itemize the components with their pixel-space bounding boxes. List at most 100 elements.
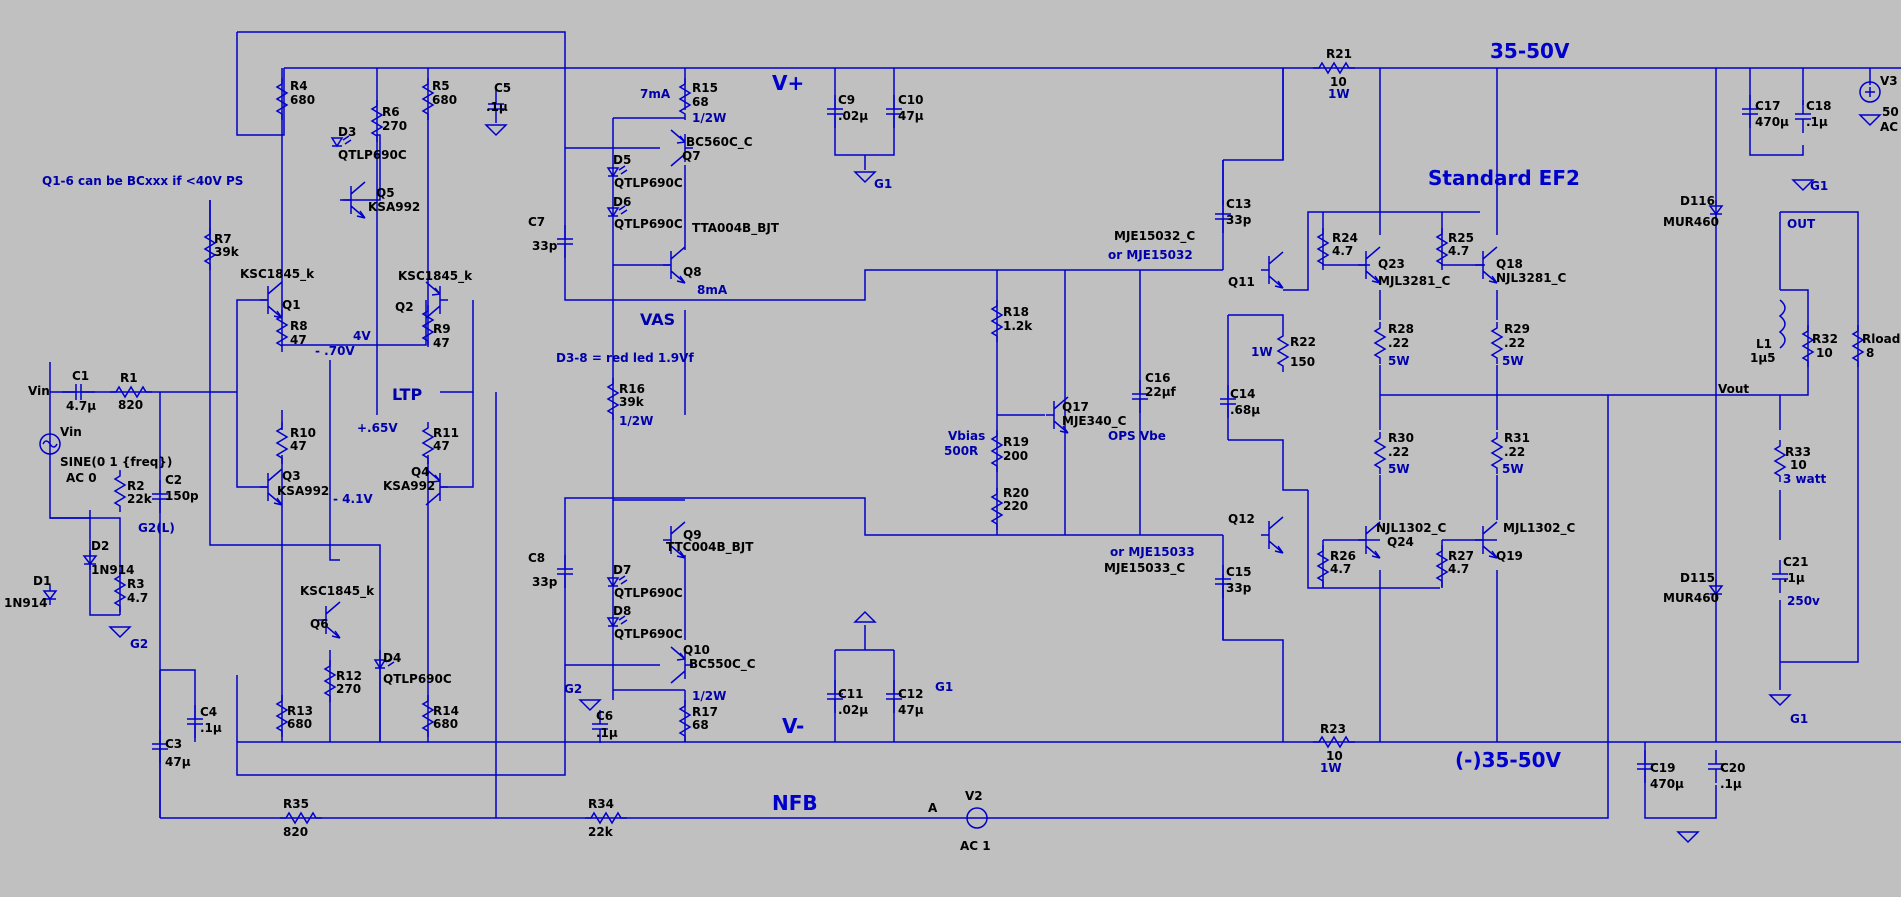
r16-ref: R16 <box>619 382 645 396</box>
c6-val: .1µ <box>596 726 618 740</box>
q10-ref: Q10 <box>683 643 710 657</box>
c13-ref: C13 <box>1226 197 1252 211</box>
r23-ref: R23 <box>1320 722 1346 736</box>
d5-ref: D5 <box>613 153 631 167</box>
r32-val: 10 <box>1816 346 1833 360</box>
c3-ref: C3 <box>165 737 182 751</box>
q3-ref: Q3 <box>282 469 301 483</box>
r25-ref: R25 <box>1448 231 1474 245</box>
c4-ref: C4 <box>200 705 217 719</box>
r21-val: 10 <box>1330 75 1347 89</box>
q3-part: KSA992 <box>277 484 329 498</box>
c1-val: 4.7µ <box>66 399 96 413</box>
q2-part: KSC1845_k <box>398 269 473 284</box>
note-out: OUT <box>1787 217 1816 231</box>
d115-ref: D115 <box>1680 571 1715 585</box>
c10-val: 47µ <box>898 109 924 123</box>
q12-part: MJE15033_C <box>1104 561 1185 576</box>
q4-part: KSA992 <box>383 479 435 493</box>
q9-ref: Q9 <box>683 528 702 542</box>
r10-ref: R10 <box>290 426 316 440</box>
q17-part: MJE340_C <box>1062 414 1127 429</box>
r31-ref: R31 <box>1504 431 1530 445</box>
note-node-a: A <box>928 801 938 815</box>
c17-val: 470µ <box>1755 115 1789 129</box>
c5-ref: C5 <box>494 81 511 95</box>
v2-ref: V2 <box>965 789 983 803</box>
diode-symbols <box>43 135 1723 669</box>
label-rail-pos: 35-50V <box>1490 39 1570 63</box>
q10-part: BC550C_C <box>689 657 756 672</box>
r30-ref: R30 <box>1388 431 1414 445</box>
rating-r31: 5W <box>1502 462 1524 476</box>
q12-alt: or MJE15033 <box>1110 545 1195 559</box>
r3-ref: R3 <box>127 577 145 591</box>
r19-ref: R19 <box>1003 435 1029 449</box>
q5-ref: Q5 <box>376 186 395 200</box>
q18-ref: Q18 <box>1496 257 1523 271</box>
d5-part: QTLP690C <box>614 176 683 190</box>
r15-ref: R15 <box>692 81 718 95</box>
d2-ref: D2 <box>91 539 109 553</box>
rating-r30: 5W <box>1388 462 1410 476</box>
r15-val: 68 <box>692 95 709 109</box>
rload-val: 8 <box>1866 346 1874 360</box>
q1-ref: Q1 <box>282 298 301 312</box>
g1-label-a: G1 <box>874 177 892 191</box>
r10-val: 47 <box>290 439 307 453</box>
c17-ref: C17 <box>1755 99 1781 113</box>
c2-ref: C2 <box>165 473 182 487</box>
q9-part: TTC004B_BJT <box>666 540 754 555</box>
r24-ref: R24 <box>1332 231 1358 245</box>
g1-label-b: G1 <box>935 680 953 694</box>
r25-val: 4.7 <box>1448 244 1469 258</box>
c21-ref: C21 <box>1783 555 1809 569</box>
r1-val: 820 <box>118 398 143 412</box>
vin-ref: Vin <box>60 425 82 439</box>
c16-ref: C16 <box>1145 371 1171 385</box>
r4-ref: R4 <box>290 79 308 93</box>
c20-val: .1µ <box>1720 777 1742 791</box>
r2-val: 22k <box>127 492 153 506</box>
r6-ref: R6 <box>382 105 400 119</box>
note-8ma: 8mA <box>697 283 728 297</box>
g2l-label: G2(L) <box>138 521 175 535</box>
r20-val: 220 <box>1003 499 1028 513</box>
r23-val: 10 <box>1326 749 1343 763</box>
label-v-plus: V+ <box>772 71 804 95</box>
r24-val: 4.7 <box>1332 244 1353 258</box>
r16-val: 39k <box>619 395 645 409</box>
notes: Q1-6 can be BCxxx if <40V PS D3-8 = red … <box>42 87 1826 815</box>
r35-ref: R35 <box>283 797 309 811</box>
label-v-minus: V- <box>782 714 804 738</box>
q12-ref: Q12 <box>1228 512 1255 526</box>
c11-ref: C11 <box>838 687 864 701</box>
c9-ref: C9 <box>838 93 855 107</box>
wires <box>49 31 1901 819</box>
rating-r21: 1W <box>1328 87 1350 101</box>
note-ops-vbe: OPS Vbe <box>1108 429 1166 443</box>
note-41: - 4.1V <box>333 492 373 506</box>
r26-val: 4.7 <box>1330 562 1351 576</box>
d115-part: MUR460 <box>1663 591 1719 605</box>
vin-spec: SINE(0 1 {freq}) <box>60 455 172 469</box>
rating-r17: 1/2W <box>692 689 726 703</box>
transistor-symbols <box>259 129 1498 684</box>
label-ltp: LTP <box>392 385 422 404</box>
rating-r16: 1/2W <box>619 414 653 428</box>
c10-ref: C10 <box>898 93 924 107</box>
rating-r23: 1W <box>1320 761 1342 775</box>
c8-val: 33p <box>532 575 558 589</box>
c7-val: 33p <box>532 239 558 253</box>
g1-label-c: G1 <box>1810 179 1828 193</box>
v3-ac: AC <box>1880 120 1898 134</box>
v3-ref: V3 <box>1880 74 1898 88</box>
rating-r15: 1/2W <box>692 111 726 125</box>
d6-part: QTLP690C <box>614 217 683 231</box>
r34-val: 22k <box>588 825 614 839</box>
q24-ref: Q24 <box>1387 535 1414 549</box>
q11-alt: or MJE15032 <box>1108 248 1193 262</box>
d116-part: MUR460 <box>1663 215 1719 229</box>
rload-ref: Rload <box>1862 332 1900 346</box>
c14-ref: C14 <box>1230 387 1256 401</box>
